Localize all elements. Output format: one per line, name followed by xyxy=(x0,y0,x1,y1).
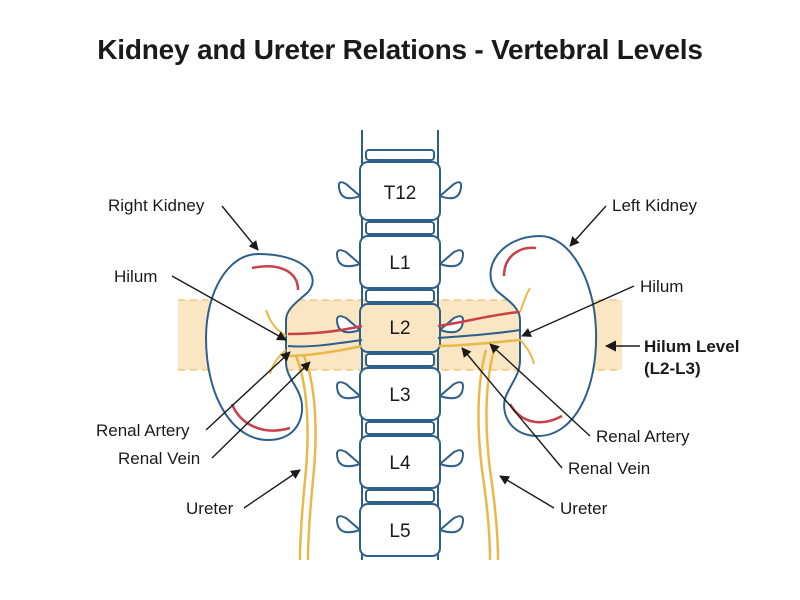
label-hilum-left: Hilum xyxy=(640,277,683,296)
vertebra-l1 xyxy=(336,235,464,289)
vertebra-label-l2: L2 xyxy=(389,318,410,339)
right-ureter xyxy=(294,355,309,561)
arrow-renal-artery-left xyxy=(489,343,591,437)
arrow-left-kidney xyxy=(569,205,607,247)
right-kidney xyxy=(204,252,314,442)
vertebra-label-l4: L4 xyxy=(389,453,411,474)
label-renal-vein-left: Renal Vein xyxy=(568,459,650,478)
label-right-kidney: Right Kidney xyxy=(108,196,205,215)
vertebra-label-l5: L5 xyxy=(389,521,410,542)
label-hilum-right: Hilum xyxy=(114,267,157,286)
left-renal-vessels xyxy=(437,287,535,365)
right-renal-vessels xyxy=(265,309,363,375)
label-renal-vein-right: Renal Vein xyxy=(118,449,200,468)
arrow-renal-vein-right xyxy=(211,361,311,459)
vertebra-label-l1: L1 xyxy=(389,253,410,274)
vertebra-l4 xyxy=(336,435,464,489)
label-left-kidney: Left Kidney xyxy=(612,196,698,215)
label-renal-artery-right: Renal Artery xyxy=(96,421,190,440)
label-hilum-level-line1: Hilum Level xyxy=(644,337,739,356)
arrow-ureter-right xyxy=(243,469,301,509)
left-ureter xyxy=(477,349,492,561)
label-ureter-left: Ureter xyxy=(560,499,608,518)
ureters xyxy=(294,349,500,561)
vertebra-l3 xyxy=(336,367,464,421)
arrow-right-kidney xyxy=(221,205,259,251)
arrow-ureter-left xyxy=(499,475,555,509)
label-hilum-level-line2: (L2-L3) xyxy=(644,359,701,378)
vertebra-label-l3: L3 xyxy=(389,385,410,406)
vertebra-t12 xyxy=(337,161,463,221)
label-ureter-right: Ureter xyxy=(186,499,234,518)
diagram-title: Kidney and Ureter Relations - Vertebral … xyxy=(97,34,703,65)
arrow-hilum-left xyxy=(521,285,635,337)
spinal-column xyxy=(336,130,464,560)
arrow-renal-vein-left xyxy=(461,347,563,469)
arrow-renal-artery-right xyxy=(205,351,291,431)
vertebra-l5 xyxy=(336,503,464,557)
vertebra-label-t12: T12 xyxy=(384,183,417,204)
label-renal-artery-left: Renal Artery xyxy=(596,427,690,446)
arrow-hilum-right xyxy=(171,275,287,341)
